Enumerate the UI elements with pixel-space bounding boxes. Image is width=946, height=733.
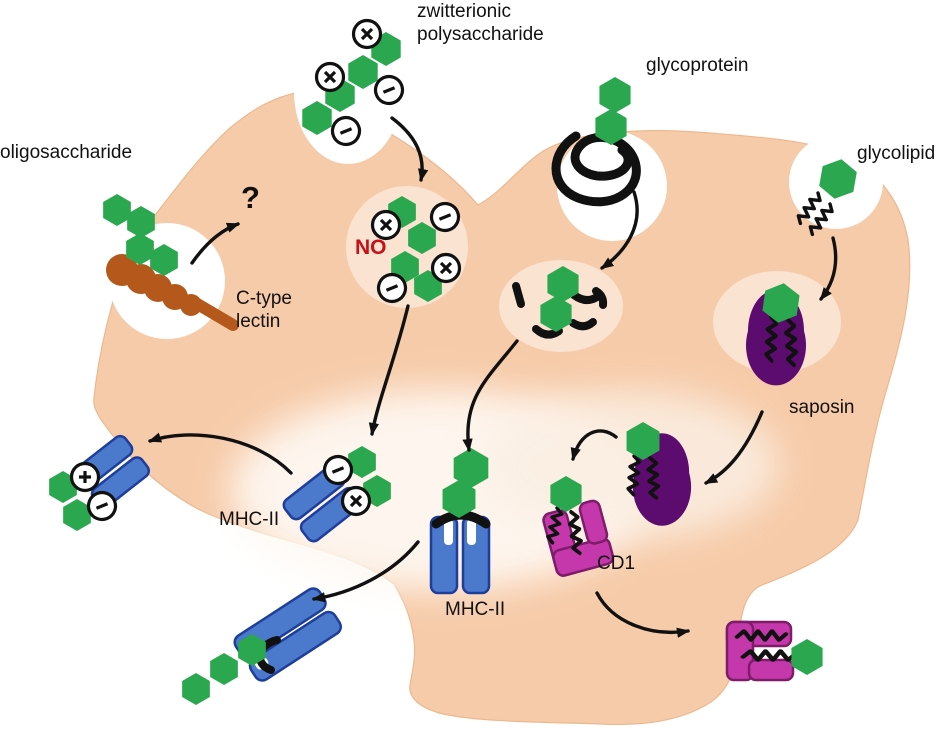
arrow-saposin-cd1	[570, 429, 618, 461]
pathway-arrows	[148, 116, 838, 638]
protein-tangle	[551, 131, 641, 207]
charge-plus	[69, 461, 101, 493]
arrow-zps-endosome	[390, 116, 429, 182]
label-no: NO	[355, 236, 387, 259]
arrow-cd1-surface	[595, 591, 690, 638]
arrow-glycolipid-saposin	[819, 236, 838, 301]
label-saposin: saposin	[789, 397, 855, 418]
arrow-glycoprotein-endosome	[600, 190, 639, 270]
black-elements	[256, 131, 837, 674]
arrow-no-mhc2	[368, 304, 410, 436]
arrow-saposin-saposin	[704, 410, 764, 485]
charge-negative	[86, 74, 461, 522]
mhc2-open-groove	[429, 515, 491, 595]
arrow-mhc2zps-surface	[148, 432, 293, 475]
charge-symbols	[69, 18, 462, 522]
peptide-fragments	[512, 282, 608, 339]
label-glycolipid: glycolipid	[857, 143, 936, 164]
label-cd1: CD1	[597, 553, 636, 574]
invagination-glycoprotein	[557, 131, 667, 241]
c-type-lectin	[106, 254, 239, 331]
arrow-endosome-mhc2	[462, 339, 519, 452]
label-zwitterionic-polysaccharide: zwitterionic polysaccharide	[417, 1, 544, 45]
charge-positive-x	[314, 18, 462, 517]
label-question-mark: ?	[241, 180, 260, 215]
cd1-intracellular	[542, 499, 615, 577]
label-oligosaccharide: oligosaccharide	[0, 142, 133, 163]
label-mhc2-center: MHC-II	[445, 599, 506, 620]
label-ctype-lectin: C-type lectin	[236, 288, 292, 332]
arrow-mhc2-surface-bottom	[312, 540, 420, 603]
label-glycoprotein: glycoprotein	[646, 55, 749, 76]
arrow-lectin-question	[190, 222, 240, 265]
mhc2-surface-bottom	[233, 587, 343, 682]
label-mhc2-left: MHC-II	[219, 509, 280, 530]
